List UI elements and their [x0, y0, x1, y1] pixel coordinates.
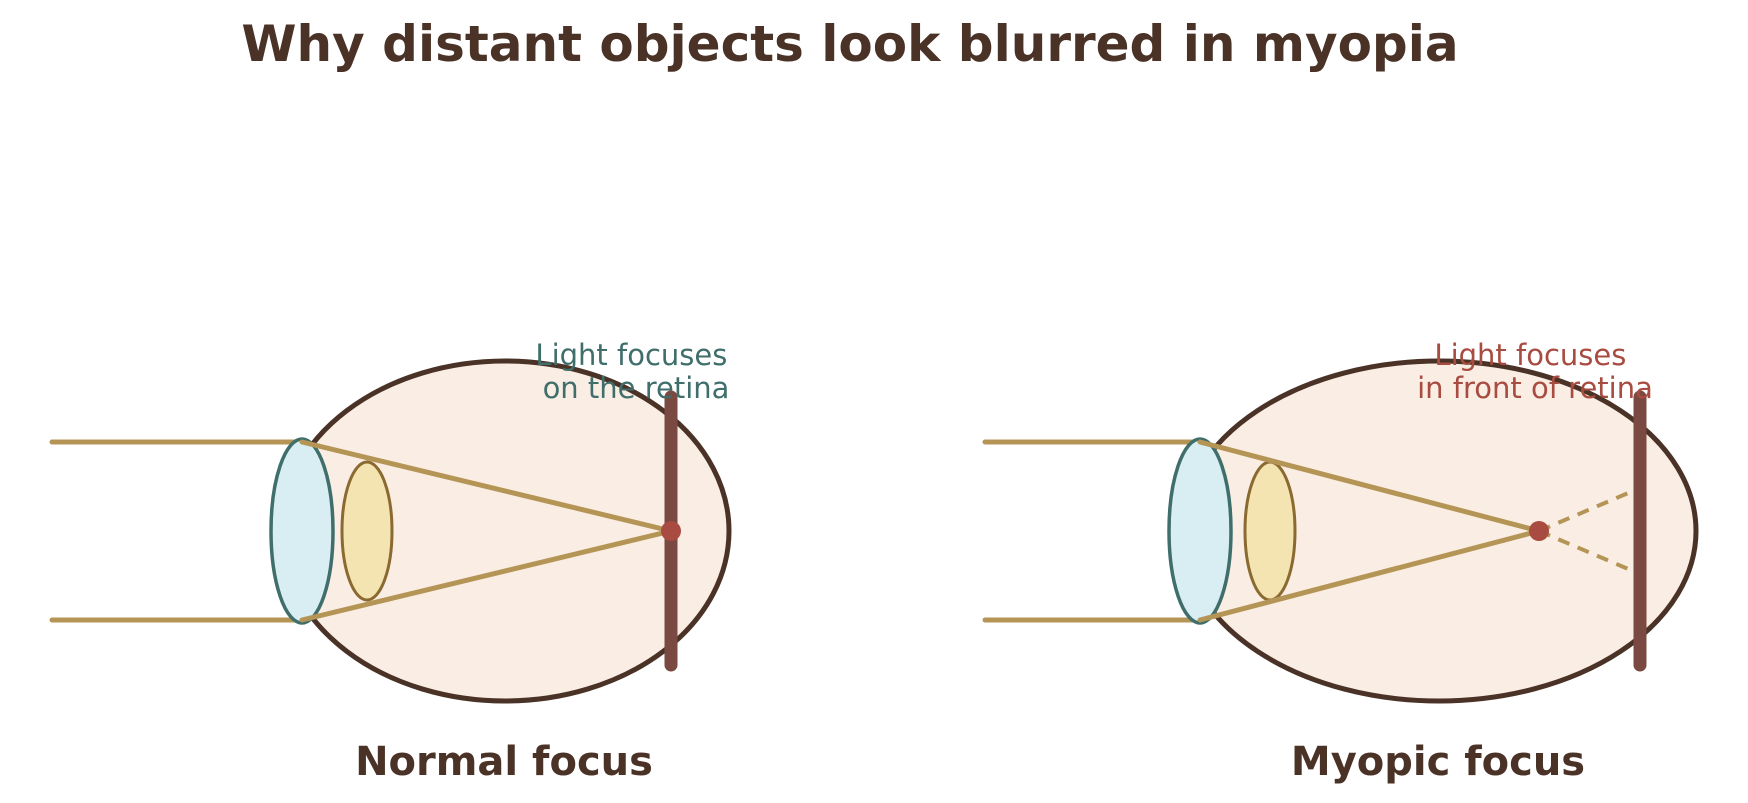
focus-note-line-2: in front of retina [1417, 371, 1653, 405]
focus-note: Light focuses on the retina [535, 338, 736, 405]
refracted-ray-bottom [299, 528, 674, 623]
diverging-ray-bottom [1538, 529, 1641, 576]
focus-note: Light focuses in front of retina [1417, 338, 1653, 405]
panel-caption: Myopic focus [1291, 739, 1585, 785]
diagram-title: Why distant objects look blurred in myop… [241, 15, 1458, 73]
refracted-ray-top [299, 439, 674, 534]
normal-focus-panel: Light focuses on the retina Normal focus [49, 338, 736, 785]
focal-point [661, 521, 681, 541]
cornea [269, 437, 335, 625]
panel-caption: Normal focus [355, 739, 653, 785]
refracted-ray-top [1197, 439, 1542, 534]
lens [340, 460, 394, 602]
lens [1243, 460, 1297, 602]
focus-note-line-1: Light focuses [535, 338, 727, 372]
refracted-ray-bottom [1197, 528, 1542, 623]
focal-point [1529, 521, 1549, 541]
diverging-ray-top [1538, 486, 1641, 533]
cornea [1167, 437, 1233, 625]
myopic-focus-panel: Light focuses in front of retina Myopic … [982, 338, 1699, 785]
focus-note-line-1: Light focuses [1434, 338, 1626, 372]
focus-note-line-2: on the retina [543, 371, 730, 405]
